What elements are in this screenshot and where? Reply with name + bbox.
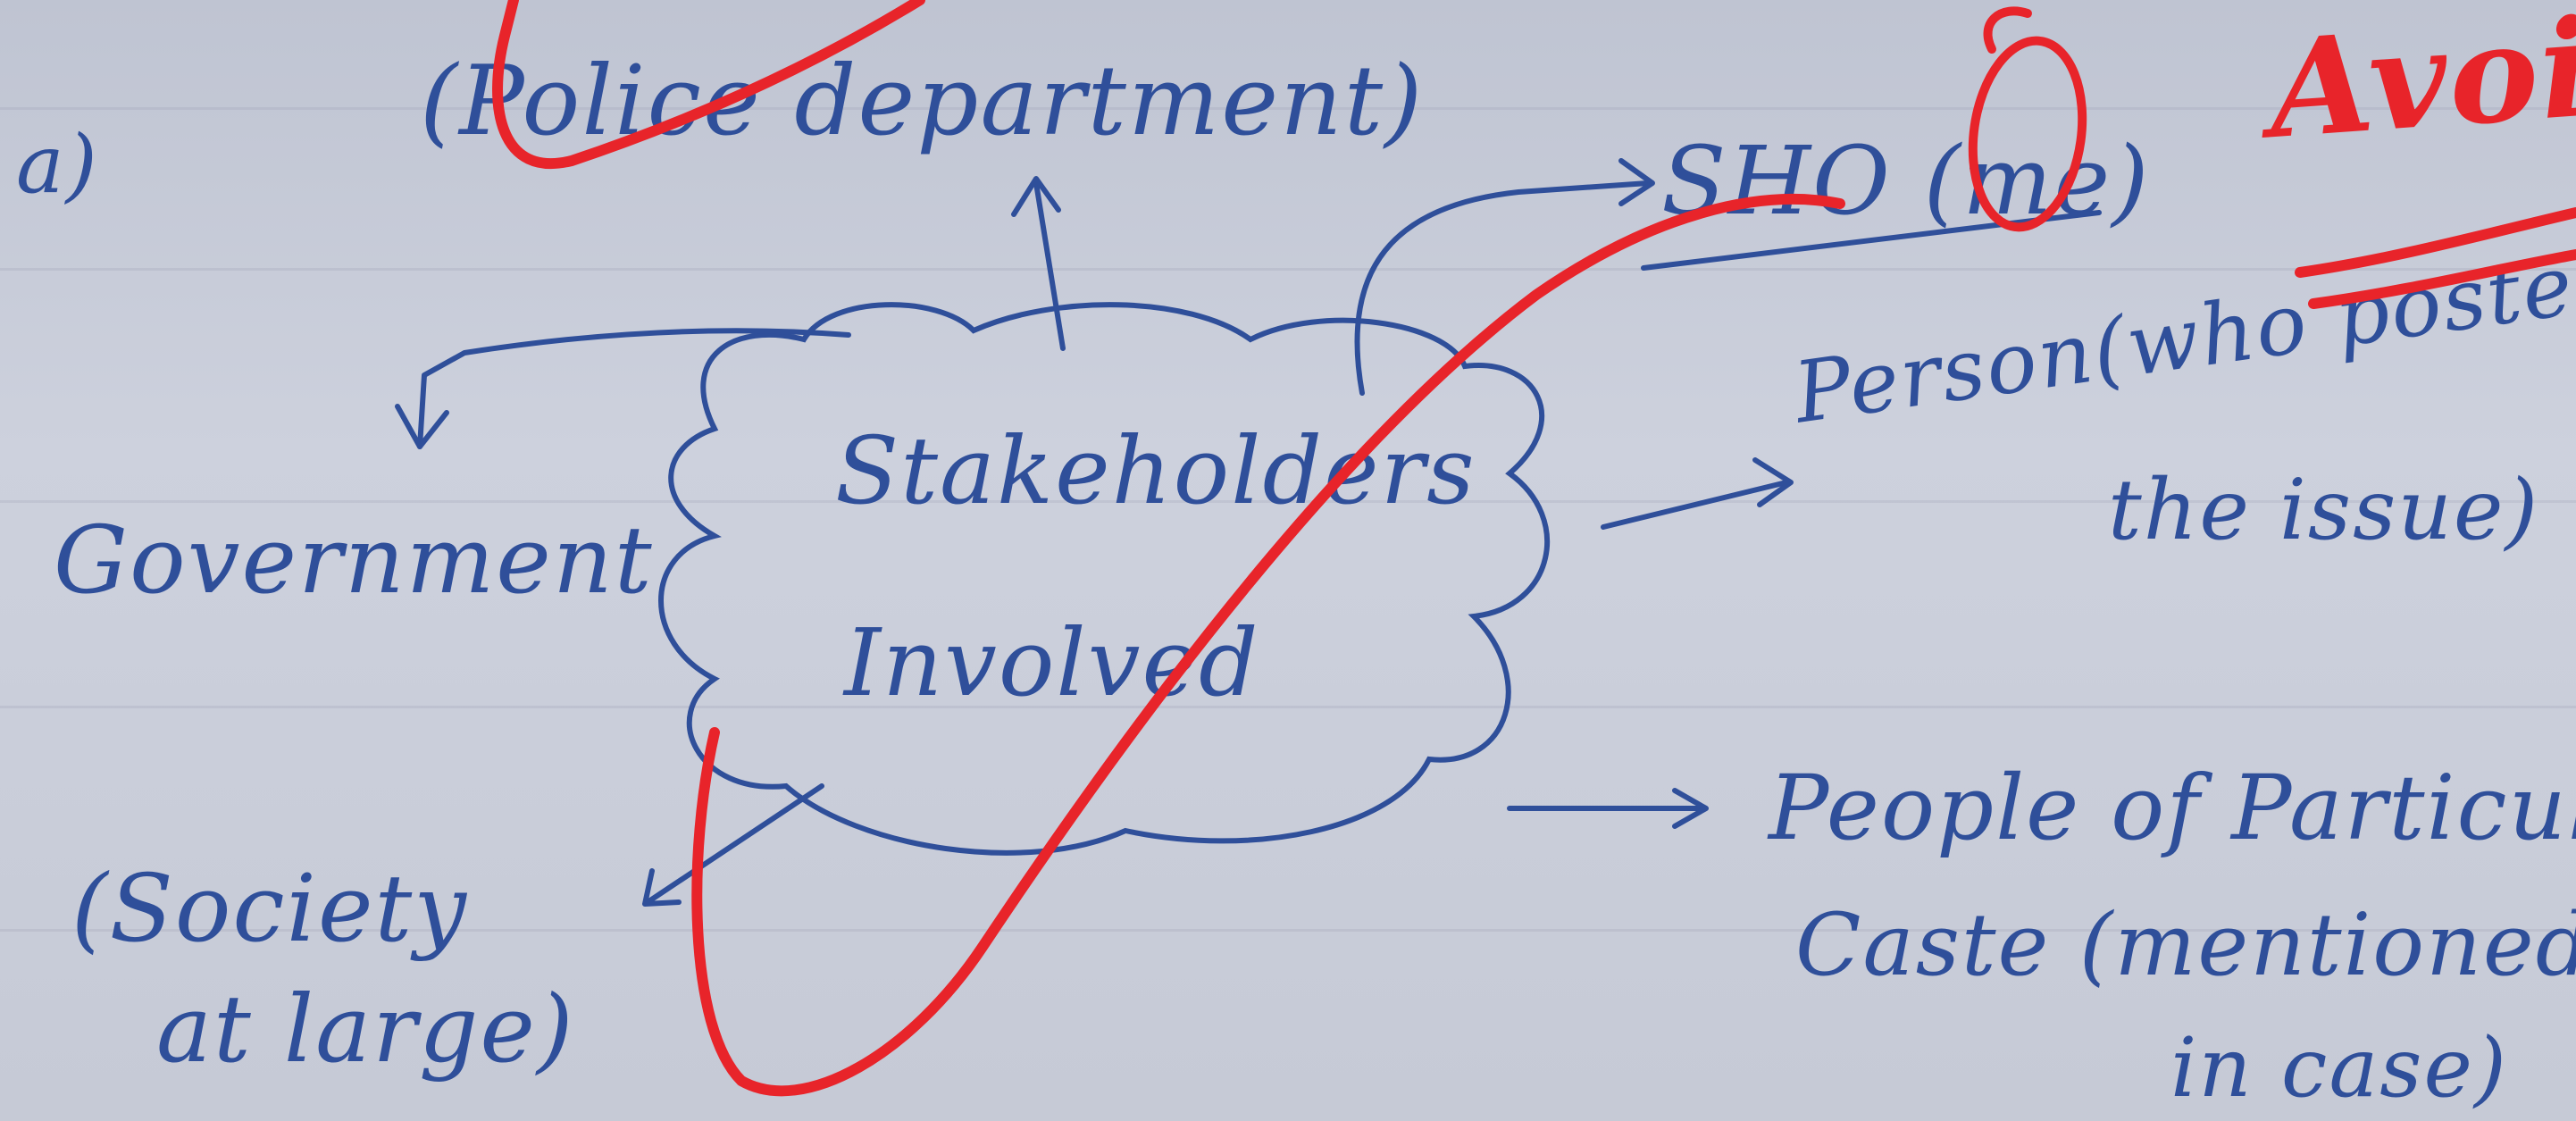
sho-underline <box>1641 210 2102 271</box>
question-marker: a) <box>16 118 99 212</box>
ruled-line <box>0 706 2576 708</box>
stakeholder-society-line2: at large) <box>156 975 575 1083</box>
red-underline-avoid-2 <box>2308 249 2576 309</box>
arrowhead-person <box>1752 457 1794 507</box>
arrow-to-sho <box>1354 180 1651 396</box>
cloud-label-line1: Stakeholders <box>835 416 1476 525</box>
ruled-line <box>0 500 2576 503</box>
arrow-to-government <box>417 328 851 449</box>
arrow-to-person <box>1601 480 1789 530</box>
stakeholder-people-line3: in case) <box>2170 1020 2508 1116</box>
stakeholder-police-department: (Police department) <box>420 46 1425 157</box>
red-strike-diagonal <box>691 194 1845 1097</box>
arrowhead-sho <box>1618 158 1655 206</box>
ruled-line <box>0 929 2576 932</box>
stakeholder-society-line1: (Society <box>71 854 469 963</box>
red-underline-avoid-1 <box>2295 207 2576 278</box>
arrow-to-police <box>1033 180 1066 351</box>
arrow-to-society <box>645 783 824 905</box>
arrowhead-government <box>395 404 449 449</box>
stakeholder-people-line1: People of Particular <box>1769 756 2576 860</box>
stakeholder-person-line2: the issue) <box>2108 462 2540 559</box>
ruled-line <box>0 268 2576 271</box>
ruled-line <box>0 107 2576 110</box>
arrowhead-people <box>1672 788 1709 829</box>
red-circle-tail <box>1983 6 2032 54</box>
stakeholder-people-line2: Caste (mentioned <box>1795 895 2576 995</box>
stakeholder-government: Government <box>54 506 654 615</box>
stakeholder-cloud <box>658 302 1551 856</box>
red-bracket-top-left <box>492 0 925 170</box>
red-circle-me <box>1968 36 2087 232</box>
arrowhead-society <box>642 868 682 907</box>
arrowhead-police <box>1011 176 1061 217</box>
